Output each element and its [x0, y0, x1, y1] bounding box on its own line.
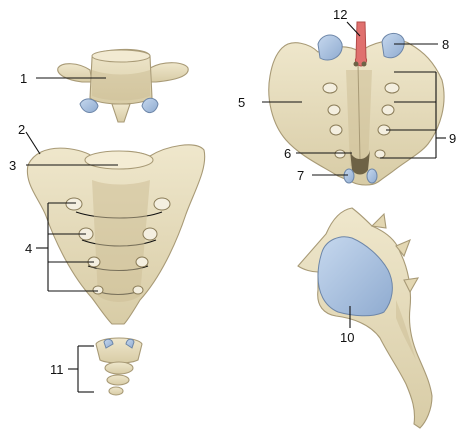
label-2: 2 — [18, 122, 25, 137]
labels: 1 2 3 4 5 6 7 8 9 10 11 12 — [9, 7, 456, 377]
auricular-surface — [317, 236, 393, 317]
label-5: 5 — [238, 95, 245, 110]
sacrum-anterior — [26, 144, 206, 325]
label-12: 12 — [333, 7, 347, 22]
label-1: 1 — [20, 71, 27, 86]
sacrum-lateral — [297, 207, 433, 429]
label-11: 11 — [50, 362, 64, 377]
leader-lines — [25, 21, 446, 393]
transverse-process-left — [57, 63, 93, 83]
label-6: 6 — [284, 146, 291, 161]
superior-articular-facet-right — [381, 33, 405, 59]
facet-left — [79, 98, 99, 113]
label-3: 3 — [9, 158, 16, 173]
label-9: 9 — [449, 131, 456, 146]
label-4: 4 — [25, 241, 32, 256]
sacrum-posterior — [268, 21, 445, 186]
red-structure — [355, 21, 367, 67]
superior-articular-facet-left — [317, 34, 343, 61]
transverse-process-right — [147, 62, 189, 83]
label-10: 10 — [340, 330, 354, 345]
facet-right — [141, 97, 159, 113]
sacrum-lateral-body — [297, 207, 433, 429]
lumbar-vertebra — [57, 48, 189, 123]
label-7: 7 — [297, 168, 304, 183]
label-8: 8 — [442, 37, 449, 52]
spinous-process — [111, 103, 131, 123]
coccyx-anterior — [95, 337, 143, 396]
